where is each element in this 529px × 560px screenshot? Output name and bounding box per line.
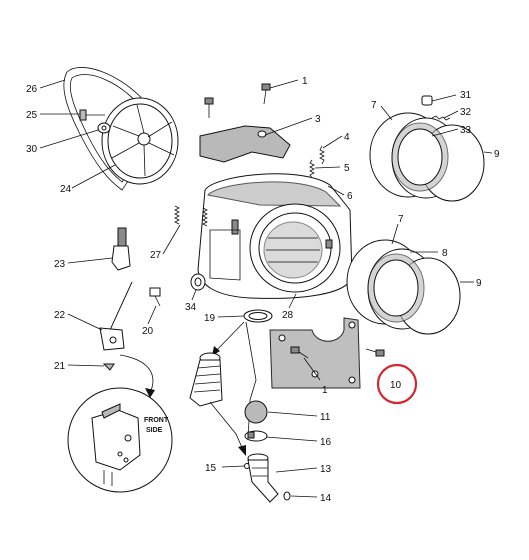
inset-arrow bbox=[119, 354, 154, 394]
inset-side-label: SIDE bbox=[146, 427, 163, 434]
ring-14 bbox=[283, 491, 291, 501]
top-screw-2 bbox=[204, 97, 214, 118]
label-7-top: 7 bbox=[371, 100, 377, 111]
ball-11 bbox=[244, 400, 268, 424]
label-13: 13 bbox=[320, 464, 332, 475]
leader-lines bbox=[39, 79, 493, 498]
label-11: 11 bbox=[320, 412, 331, 423]
label-22: 22 bbox=[54, 310, 66, 321]
clip-21 bbox=[102, 363, 115, 371]
label-3: 3 bbox=[315, 114, 321, 125]
label-10: 10 bbox=[390, 380, 402, 391]
pulley-screw bbox=[79, 109, 105, 121]
screw-20 bbox=[149, 287, 161, 307]
part-34 bbox=[190, 273, 206, 291]
rod-22 bbox=[99, 281, 133, 351]
spring-5 bbox=[309, 159, 315, 179]
label-8: 8 bbox=[442, 248, 448, 259]
tub-assembly bbox=[197, 173, 353, 299]
bracket-screw-right bbox=[365, 348, 385, 357]
inset-front-label: FRONT bbox=[144, 417, 169, 424]
label-20: 20 bbox=[142, 326, 154, 337]
pulley-wheel bbox=[101, 97, 179, 185]
label-34: 34 bbox=[185, 302, 197, 313]
label-1-top: 1 bbox=[302, 76, 308, 87]
spring-27-right bbox=[202, 207, 208, 227]
label-5: 5 bbox=[344, 163, 350, 174]
label-9-lower: 9 bbox=[476, 278, 482, 289]
spring-4 bbox=[319, 145, 325, 165]
label-14: 14 bbox=[320, 493, 332, 504]
label-31: 31 bbox=[460, 90, 472, 101]
spring-32 bbox=[431, 115, 451, 121]
part-labels: 1 3 4 5 6 7 31 32 33 9 7 8 9 26 25 30 24… bbox=[26, 76, 500, 504]
label-19: 19 bbox=[204, 313, 216, 324]
label-15: 15 bbox=[205, 463, 217, 474]
ring-19 bbox=[243, 309, 273, 323]
label-28: 28 bbox=[282, 310, 294, 321]
label-9-top: 9 bbox=[494, 149, 500, 160]
label-26: 26 bbox=[26, 84, 38, 95]
clamp-part-31 bbox=[421, 95, 433, 106]
label-25: 25 bbox=[26, 110, 38, 121]
label-7-lower: 7 bbox=[398, 214, 404, 225]
bracket-screw-left bbox=[290, 346, 309, 359]
label-23: 23 bbox=[54, 259, 66, 270]
label-32: 32 bbox=[460, 107, 472, 118]
label-16: 16 bbox=[320, 437, 332, 448]
label-4: 4 bbox=[344, 132, 350, 143]
inset-detail bbox=[67, 387, 173, 493]
top-screw-1 bbox=[261, 83, 271, 105]
drive-belt bbox=[63, 67, 161, 191]
door-seal-lower bbox=[346, 239, 461, 335]
spring-27-left bbox=[174, 205, 180, 225]
counterweight-top bbox=[199, 125, 291, 163]
hose-23 bbox=[111, 227, 131, 271]
label-1-lower: 1 bbox=[322, 385, 328, 396]
label-24: 24 bbox=[60, 184, 72, 195]
label-33: 33 bbox=[460, 125, 472, 136]
label-21: 21 bbox=[54, 361, 66, 372]
hose-13 bbox=[247, 453, 279, 503]
door-seal-upper bbox=[369, 112, 485, 202]
highlight-circle bbox=[376, 363, 418, 405]
label-27: 27 bbox=[150, 250, 162, 261]
label-30: 30 bbox=[26, 144, 38, 155]
bracket-10 bbox=[269, 317, 361, 389]
clamp-16 bbox=[244, 430, 268, 442]
label-6: 6 bbox=[347, 191, 353, 202]
bellows-hose bbox=[189, 352, 245, 453]
